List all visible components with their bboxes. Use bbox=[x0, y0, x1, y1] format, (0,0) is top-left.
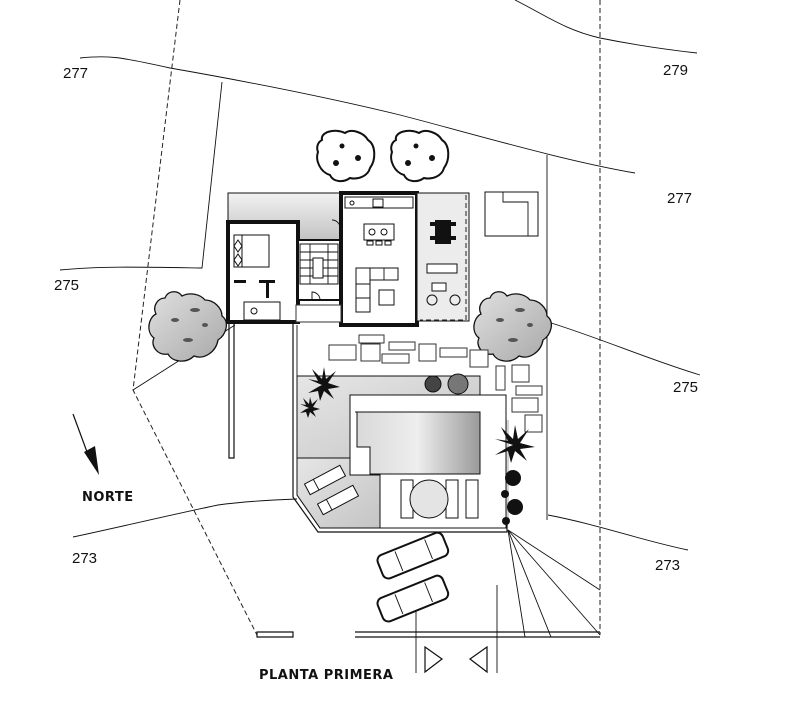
palm-2 bbox=[300, 397, 320, 418]
car-2 bbox=[376, 574, 450, 623]
contour-279 bbox=[514, 0, 698, 54]
pool bbox=[355, 411, 481, 475]
left-wall bbox=[228, 322, 235, 459]
bathroom bbox=[243, 301, 281, 321]
stepping-stones bbox=[295, 304, 543, 433]
garden-wall bbox=[292, 322, 508, 533]
palm-1 bbox=[308, 367, 340, 401]
contour-label: 273 bbox=[72, 550, 97, 567]
contour-labels: 277 279 277 275 275 273 273 bbox=[54, 62, 698, 574]
contour-label: 277 bbox=[63, 65, 88, 82]
palm-trees bbox=[300, 367, 535, 525]
tree-right-grey bbox=[473, 291, 553, 362]
contour-label: 275 bbox=[54, 277, 79, 294]
contour-lines bbox=[59, 0, 701, 551]
sun-loungers bbox=[303, 464, 360, 516]
tree-top-right bbox=[390, 129, 450, 183]
north-arrow bbox=[72, 413, 99, 475]
shed bbox=[484, 191, 539, 237]
sofa bbox=[355, 267, 399, 313]
north-label: NORTE bbox=[82, 490, 134, 505]
contour-label: 279 bbox=[663, 62, 688, 79]
tree-top-left bbox=[316, 129, 376, 183]
shrubs-top bbox=[424, 373, 469, 395]
house bbox=[226, 191, 470, 327]
palm-3 bbox=[495, 425, 535, 463]
bench bbox=[426, 263, 458, 274]
boundary-bottom-2 bbox=[355, 631, 600, 638]
arrow-left-icon bbox=[468, 645, 488, 674]
kitchen-island bbox=[363, 223, 395, 241]
contour-label: 273 bbox=[655, 557, 680, 574]
contour-label: 277 bbox=[667, 190, 692, 207]
stairs bbox=[299, 243, 339, 285]
car-1 bbox=[376, 531, 450, 580]
shrubs-right bbox=[501, 470, 523, 525]
dining-table bbox=[430, 220, 456, 244]
entrance-arrows bbox=[424, 645, 488, 674]
patio-table bbox=[400, 479, 479, 519]
contour-275-left bbox=[59, 81, 223, 271]
contour-275-right bbox=[547, 321, 701, 376]
tree-left-grey bbox=[148, 291, 228, 362]
sight-lines bbox=[507, 529, 601, 638]
contour-label: 275 bbox=[673, 379, 698, 396]
arrow-right-icon bbox=[424, 645, 444, 674]
boundary-bottom bbox=[256, 631, 294, 638]
contour-273-right bbox=[547, 514, 689, 551]
porch bbox=[416, 192, 470, 322]
contour-277-top bbox=[79, 56, 636, 174]
contour-273-left bbox=[72, 498, 298, 538]
coffee-table bbox=[378, 289, 395, 306]
plan-title: PLANTA PRIMERA bbox=[259, 668, 393, 683]
